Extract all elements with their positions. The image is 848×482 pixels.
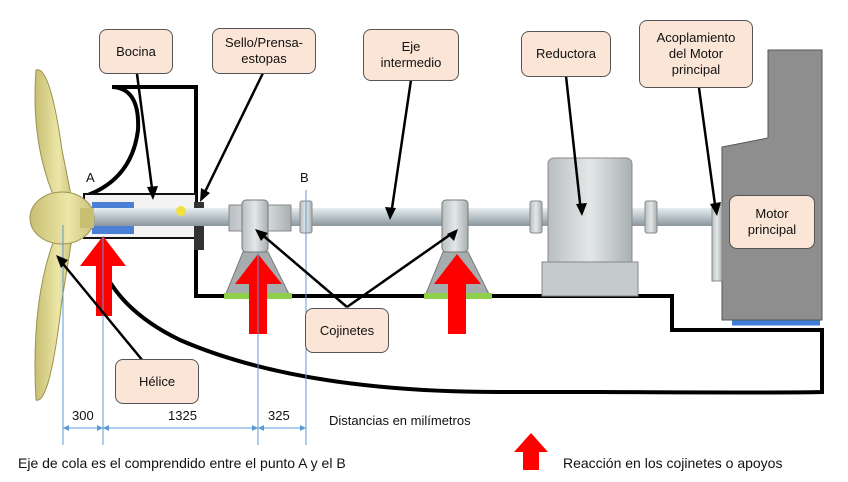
callout-cojinetes: Cojinetes bbox=[305, 308, 389, 353]
dimension-325: 325 bbox=[268, 408, 290, 423]
callout-eje-intermedio: Eje intermedio bbox=[363, 29, 459, 81]
leader-sello bbox=[200, 72, 265, 199]
flange-3 bbox=[644, 200, 658, 234]
engine-coupling bbox=[711, 204, 723, 282]
point-a-label: A bbox=[86, 170, 95, 185]
leader-helice bbox=[58, 258, 158, 379]
callout-motor-principal: Motor principal bbox=[729, 195, 815, 249]
dimension-300: 300 bbox=[72, 408, 94, 423]
callout-bocina: Bocina bbox=[99, 29, 173, 74]
callout-sello: Sello/Prensa- estopas bbox=[212, 28, 316, 74]
legend-arrow bbox=[514, 433, 548, 470]
propeller bbox=[29, 69, 95, 401]
point-b-label: B bbox=[300, 170, 309, 185]
units-note: Distancias en milímetros bbox=[329, 413, 471, 428]
callout-helice: Hélice bbox=[115, 359, 199, 404]
stern-tube-bearing-top bbox=[92, 202, 134, 210]
marker-dot bbox=[176, 206, 186, 216]
callout-reductora: Reductora bbox=[521, 31, 611, 77]
engine-block bbox=[721, 49, 823, 321]
footer-note: Eje de cola es el comprendido entre el p… bbox=[18, 455, 346, 471]
hull-outline bbox=[87, 85, 824, 395]
leader-cojinete-2 bbox=[346, 230, 455, 309]
leader-cojinete-1 bbox=[258, 231, 348, 308]
leader-eje bbox=[389, 79, 413, 216]
flange-2 bbox=[529, 200, 543, 234]
legend-label: Reacción en los cojinetes o apoyos bbox=[563, 455, 783, 471]
dimension-1325: 1325 bbox=[168, 408, 197, 423]
leader-bocina bbox=[135, 73, 155, 197]
reaction-arrow-3 bbox=[434, 254, 481, 334]
stern-tube-bearing-bottom bbox=[92, 226, 134, 234]
callout-acoplamiento: Acoplamiento del Motor principal bbox=[639, 20, 753, 88]
leader-reductora bbox=[564, 75, 583, 213]
leader-acoplamiento bbox=[697, 87, 718, 213]
gearbox bbox=[541, 157, 639, 297]
